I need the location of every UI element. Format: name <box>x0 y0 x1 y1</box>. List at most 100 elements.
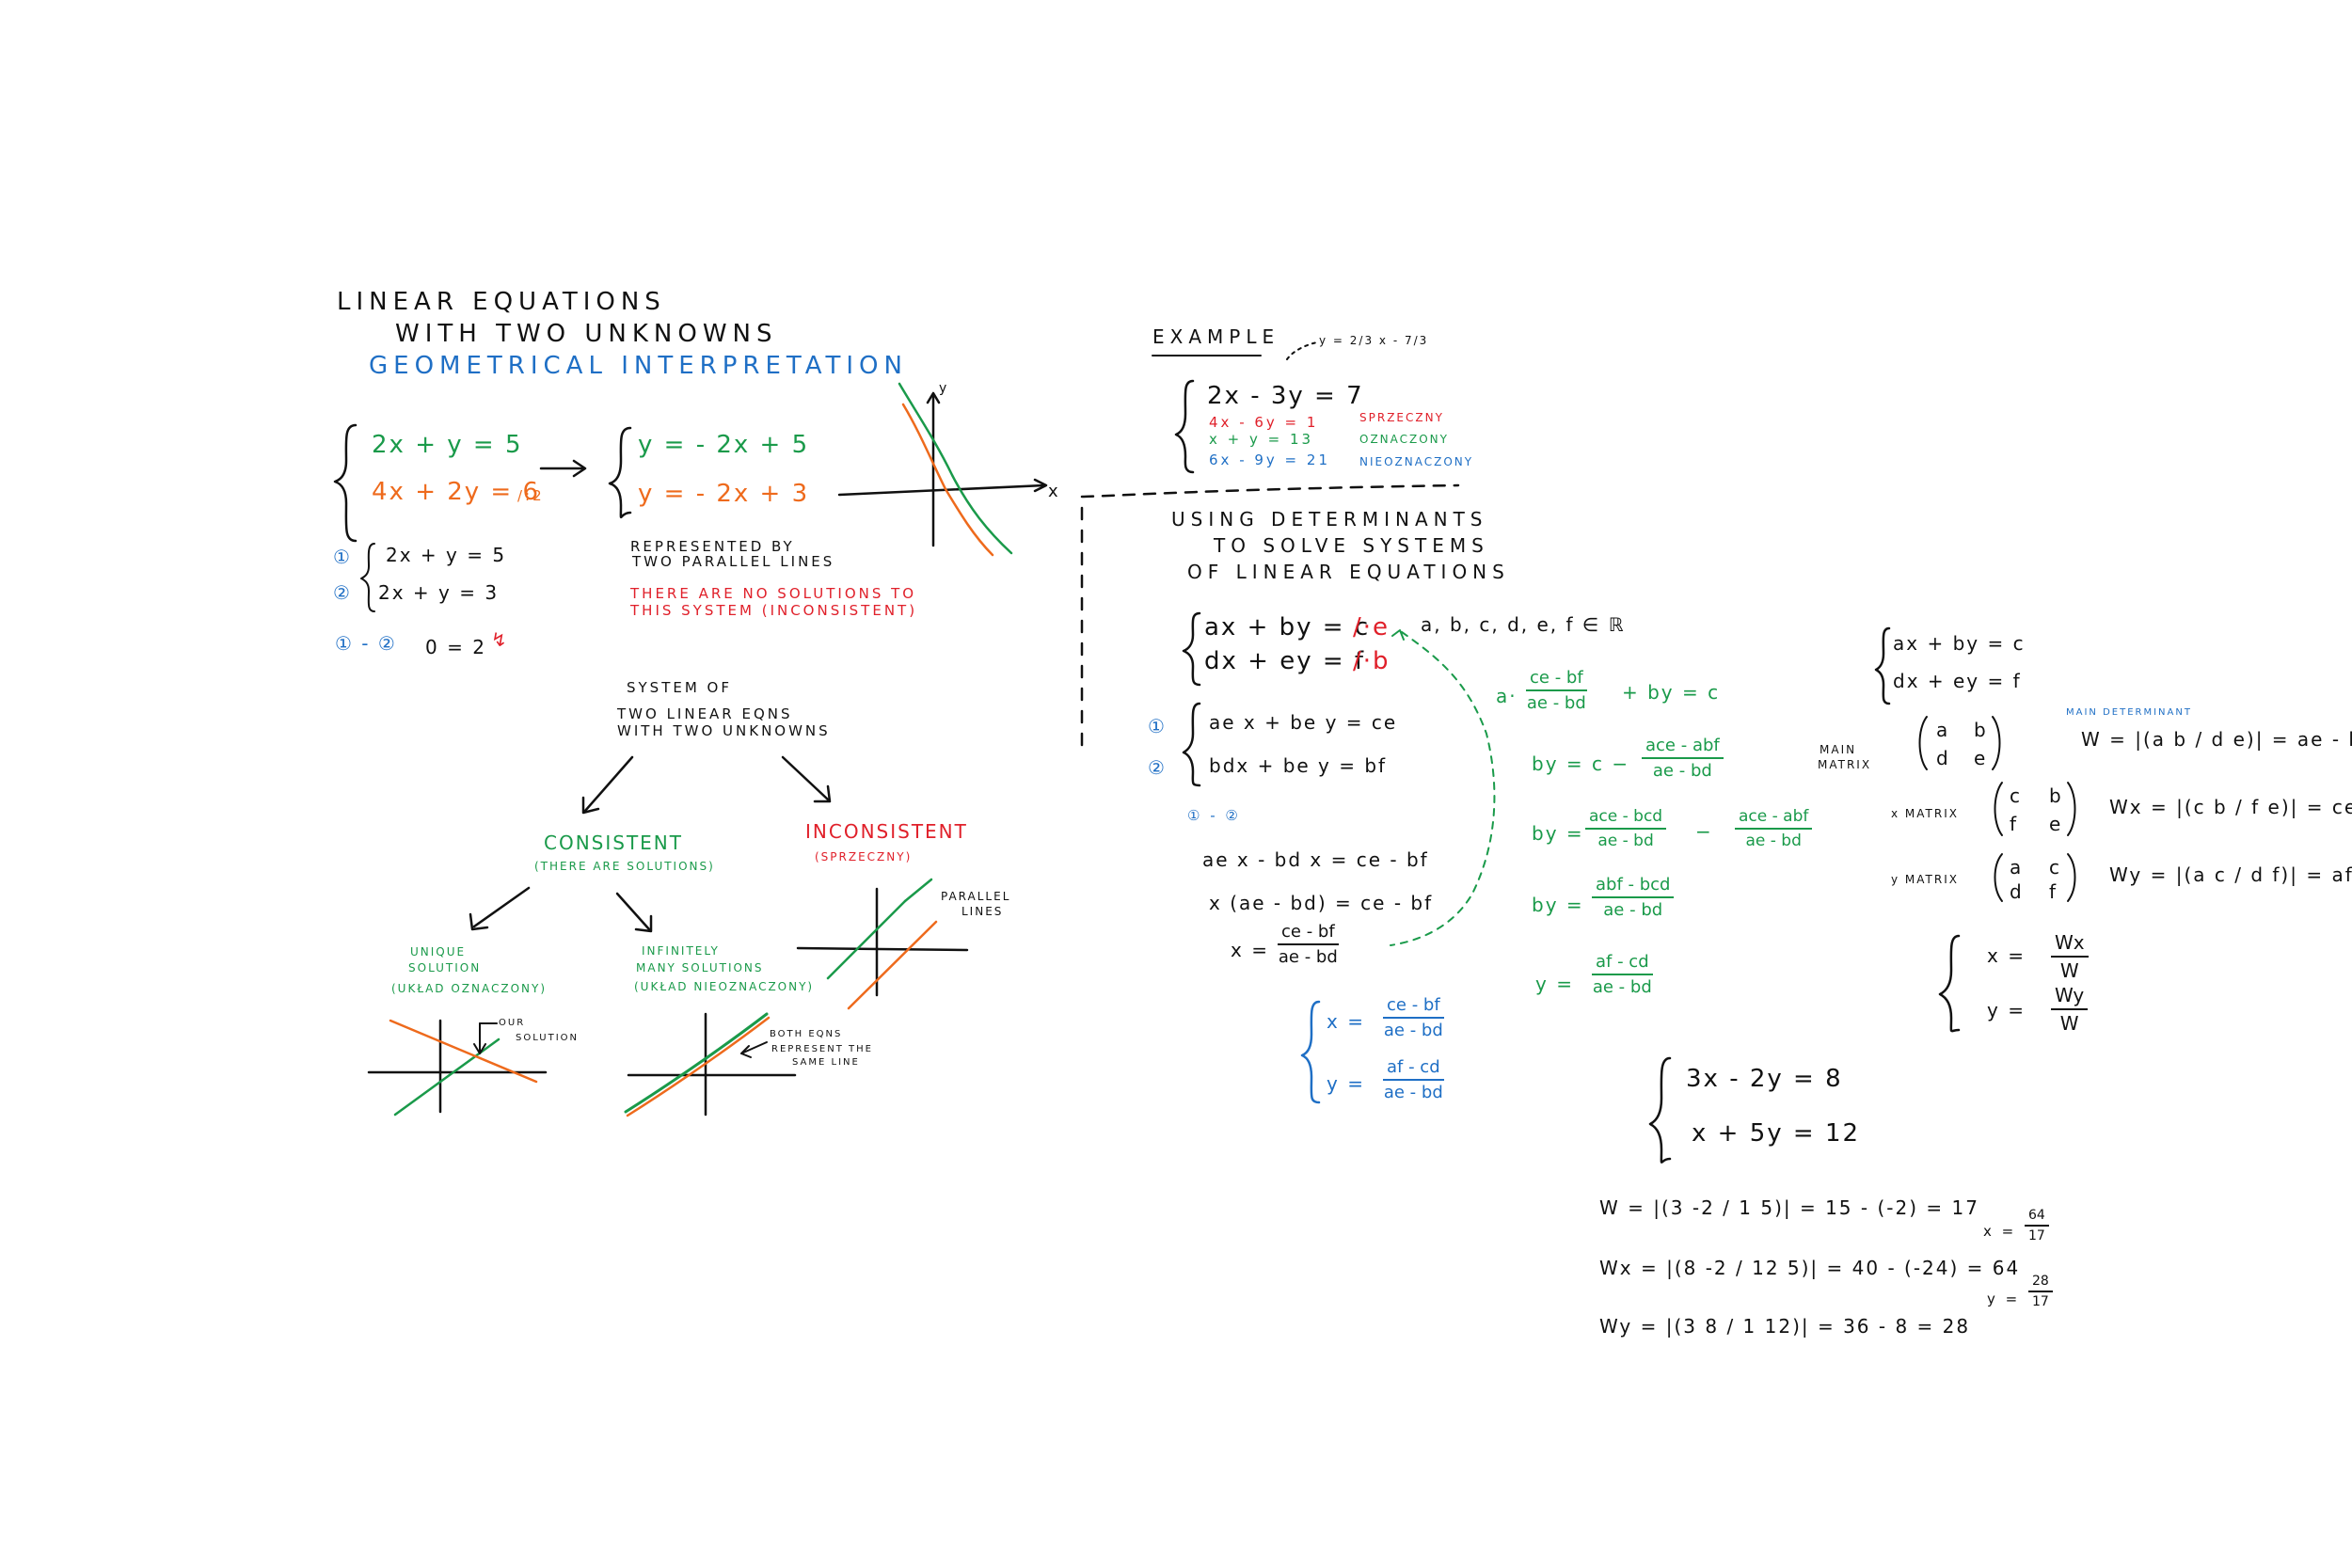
brace-system-1 <box>333 423 358 543</box>
example-label-red: SPRZECZNY <box>1359 411 1444 424</box>
green-a-label: a· <box>1496 685 1518 707</box>
green-frac-3-num: ace - bcd <box>1585 807 1667 830</box>
green-frac-1-den: ae - bd <box>1526 693 1586 713</box>
numbered-subtract: ① - ② <box>335 632 397 655</box>
main-determinant-title: MAIN DETERMINANT <box>2066 707 2192 718</box>
example-eq-green: x + y = 13 <box>1209 431 1314 448</box>
det-mult-e: /·e <box>1353 613 1391 641</box>
numeric-eq2: x + 5y = 12 <box>1692 1119 1861 1148</box>
det-heading-1: USING DETERMINANTS <box>1171 508 1488 531</box>
main-matrix-a: a <box>1936 719 1950 741</box>
green-frac-6: af - cd ae - bd <box>1592 952 1653 997</box>
numbered-marker-2: ② <box>333 581 352 604</box>
numeric-Wx: Wx = |(8 -2 / 12 5)| = 40 - (-24) = 64 <box>1599 1257 2021 1279</box>
matrix-sys-eq2: dx + ey = f <box>1893 670 2022 692</box>
tree-arrow-left-head <box>581 796 600 815</box>
green-frac-3: ace - bcd ae - bd <box>1585 807 1667 850</box>
system1-rewritten-1: y = - 2x + 5 <box>638 431 810 459</box>
arrow-rewrite-head <box>572 459 587 478</box>
parallel-note-red-1: THERE ARE NO SOLUTIONS TO <box>630 585 917 602</box>
green-frac-5: abf - bcd ae - bd <box>1592 875 1675 920</box>
green-frac-4-num: ace - abf <box>1735 807 1813 830</box>
brace-example <box>1174 379 1195 474</box>
contradiction-icon: ↯ <box>491 628 509 651</box>
y-determinant-def: Wy = |(a c / d f)| = af - cd <box>2109 863 2352 886</box>
system1-rewritten-2: y = - 2x + 3 <box>638 480 810 508</box>
main-matrix-e: e <box>1974 747 1988 769</box>
x-matrix-f: f <box>2010 813 2019 835</box>
cramer-x-label: x = <box>1987 944 2026 967</box>
tree-both-3: SAME LINE <box>792 1057 860 1068</box>
green-frac-3-den: ae - bd <box>1597 832 1654 850</box>
numeric-x-den: 17 <box>2028 1228 2045 1243</box>
blue-y-fraction: af - cd ae - bd <box>1383 1057 1444 1102</box>
parallel-note-2: TWO PARALLEL LINES <box>632 553 835 570</box>
y-matrix-f: f <box>2049 880 2058 903</box>
system1-eq1: 2x + y = 5 <box>372 431 523 459</box>
green-plus-by: + by = c <box>1622 681 1721 704</box>
example-arrow <box>1286 341 1318 360</box>
green-frac-1-num: ce - bf <box>1526 668 1587 691</box>
brace-det-multiplied <box>1182 702 1201 787</box>
numbered-eq2: 2x + y = 3 <box>378 581 500 604</box>
brace-blue-result <box>1300 1000 1321 1104</box>
det-x-fraction: ce - bf ae - bd <box>1278 922 1339 967</box>
dashed-derivation-head <box>1391 629 1405 641</box>
x-matrix-c: c <box>2010 784 2022 807</box>
example-heading: EXAMPLE <box>1152 325 1280 348</box>
cramer-x-num: Wx <box>2051 931 2089 958</box>
blue-y-label: y = <box>1327 1072 1365 1095</box>
cramer-y-label: y = <box>1987 999 2026 1022</box>
example-label-blue: NIEOZNACZONY <box>1359 455 1474 468</box>
dashed-derivation-curve <box>1390 631 1496 946</box>
x-matrix-label: x MATRIX <box>1891 807 1959 820</box>
brace-numeric <box>1648 1056 1672 1164</box>
y-matrix-d: d <box>2010 880 2024 903</box>
numeric-W: W = |(3 -2 / 1 5)| = 15 - (-2) = 17 <box>1599 1196 1979 1219</box>
blue-x-label: x = <box>1327 1010 1365 1033</box>
tree-arrow-right <box>781 755 830 801</box>
main-matrix-label-2: MATRIX <box>1818 758 1872 771</box>
title-subtitle: GEOMETRICAL INTERPRETATION <box>369 352 908 380</box>
matrix-sys-eq1: ax + by = c <box>1893 632 2026 655</box>
tree-consistent: CONSISTENT <box>544 832 683 854</box>
det-step-1: ae x - bd x = ce - bf <box>1202 848 1429 871</box>
det-subtract: ① - ② <box>1187 807 1241 824</box>
numeric-y-fraction: 28 17 <box>2028 1274 2053 1309</box>
tree-arrow-right-head <box>813 784 832 803</box>
dashed-separator <box>1080 483 1460 499</box>
green-frac-6-den: ae - bd <box>1592 977 1652 997</box>
green-by-eq-1: by = c − <box>1532 752 1630 775</box>
green-by-eq-3: by = <box>1532 894 1584 916</box>
parallel-note-red-2: THIS SYSTEM (INCONSISTENT) <box>630 602 918 619</box>
parallel-lines-graph <box>837 382 1048 557</box>
blue-x-num: ce - bf <box>1383 995 1444 1019</box>
example-eq-blue: 6x - 9y = 21 <box>1209 451 1330 468</box>
x-determinant-def: Wx = |(c b / f e)| = ce - bf <box>2109 796 2352 818</box>
brace-right-system <box>1874 626 1891 705</box>
example-eq-red: 4x - 6y = 1 <box>1209 414 1319 431</box>
green-frac-2: ace - abf ae - bd <box>1642 736 1724 781</box>
y-matrix-a: a <box>2010 856 2024 879</box>
graph-unique <box>367 1019 548 1117</box>
det-marker-1: ① <box>1148 715 1167 737</box>
parallel-note-1: REPRESENTED BY <box>630 538 795 555</box>
system1-divide-note: /:2 <box>517 487 545 504</box>
title-line-2: WITH TWO UNKNOWNS <box>395 320 778 348</box>
cramer-y-den: W <box>2059 1012 2079 1035</box>
graph-parallel <box>796 878 969 1010</box>
det-mult-b: /·b <box>1353 647 1391 675</box>
system1-eq2: 4x + 2y = 6 <box>372 478 541 506</box>
tree-consistent-note: (THERE ARE SOLUTIONS) <box>534 860 715 873</box>
blue-x-den: ae - bd <box>1383 1021 1443 1040</box>
cramer-x-fraction: Wx W <box>2051 931 2089 982</box>
det-mult-eq1: ae x + be y = ce <box>1209 711 1398 734</box>
brace-cramer <box>1938 934 1961 1033</box>
numbered-eq1: 2x + y = 5 <box>386 544 507 566</box>
det-step-3-lhs: x = <box>1231 939 1269 961</box>
graph-infinite <box>624 1012 797 1117</box>
tree-parallel-2: LINES <box>961 905 1004 918</box>
det-mult-eq2: bdx + be y = bf <box>1209 754 1388 777</box>
blue-y-den: ae - bd <box>1383 1083 1443 1102</box>
main-matrix-b: b <box>1974 719 1988 741</box>
